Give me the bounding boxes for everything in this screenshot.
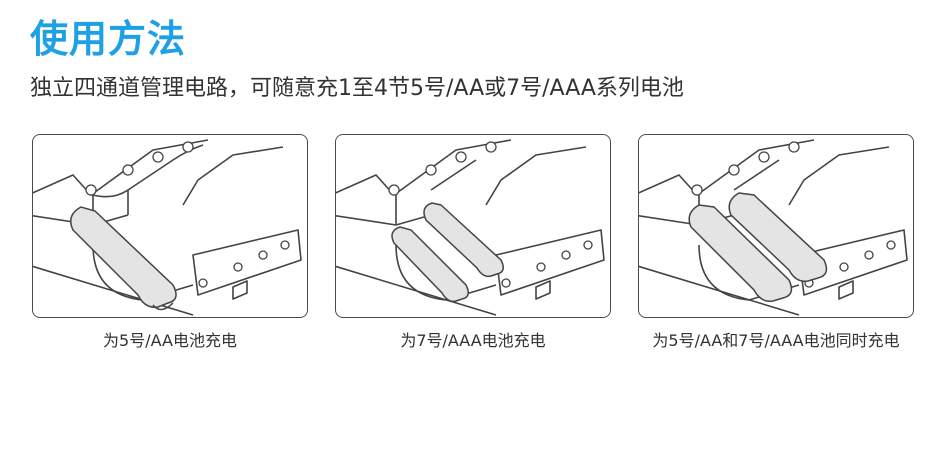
- caption-aa: 为5号/AA电池充电: [103, 331, 237, 350]
- caption-mixed: 为5号/AA和7号/AAA电池同时充电: [652, 331, 900, 350]
- charger-aaa-drawing: [336, 139, 605, 316]
- page-subtitle: 独立四通道管理电路，可随意充1至4节5号/AA或7号/AAA系列电池: [30, 76, 684, 101]
- caption-aaa: 为7号/AAA电池充电: [400, 331, 546, 350]
- charger-mixed-drawing: [639, 139, 908, 316]
- aaa-battery-1: [391, 226, 469, 303]
- aa-battery-2: [728, 192, 828, 283]
- page-title: 使用方法: [30, 17, 187, 61]
- charger-aa-drawing: [33, 139, 302, 316]
- charger-illustration-aa: [32, 134, 308, 318]
- aa-battery-1: [688, 204, 793, 303]
- aa-battery: [70, 206, 177, 311]
- charger-illustration-aaa: [335, 134, 611, 318]
- aaa-battery-2: [423, 202, 504, 278]
- charger-illustration-mixed: [638, 134, 914, 318]
